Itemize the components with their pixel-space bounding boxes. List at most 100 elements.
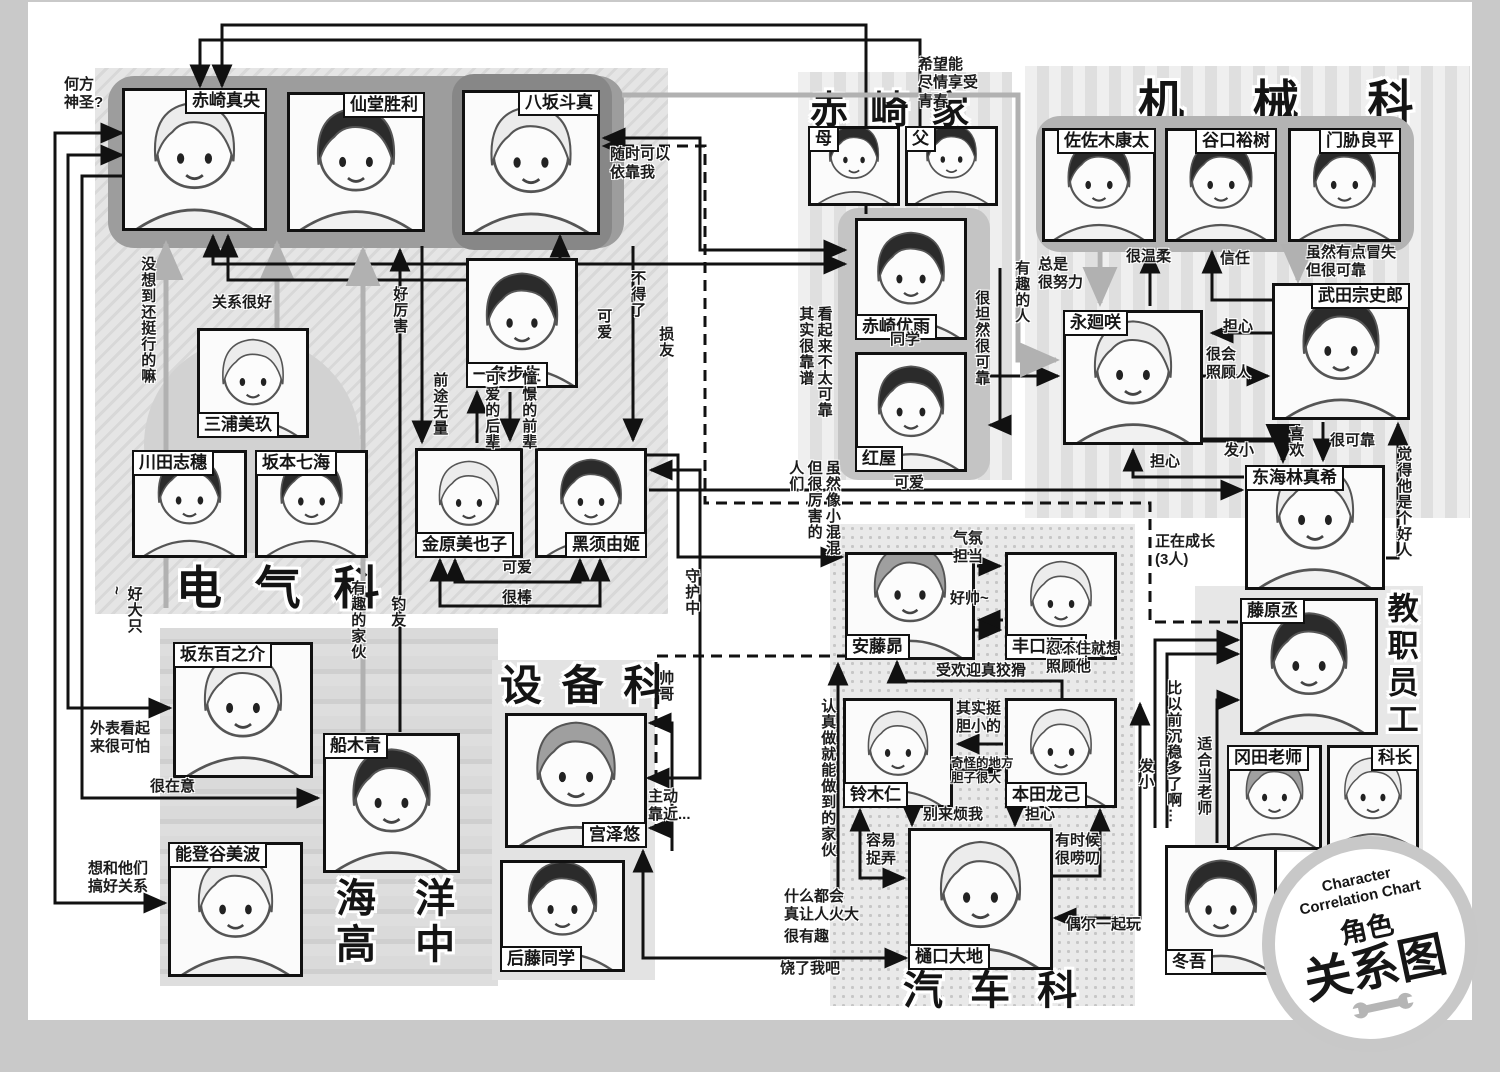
name-tag-kurosu-yuki: 黑须由姬 [565, 532, 647, 558]
label-keai-de-houbei: 可爱的后辈 [483, 370, 501, 450]
portrait-bando-hyakunosuke: 坂东百之介 [173, 642, 313, 778]
portrait-miyazawa-yu: 宫泽悠 [505, 713, 647, 848]
name-tag-father: 父 [905, 126, 936, 152]
label-rongyi-zhuonong: 容易 捉弄 [866, 832, 897, 868]
arrow-xinren-line [1201, 249, 1272, 302]
arrow-bando-mao [66, 144, 173, 719]
wrench-icon [1351, 992, 1415, 1019]
label-shouhuanying: 受欢迎真狡猾 [936, 662, 1027, 679]
name-tag-notoya-minami: 能登谷美波 [168, 842, 267, 868]
portrait-fuyugo: 冬吾 [1165, 845, 1277, 975]
name-tag-ichijo-ayumu: 一条步生 [466, 362, 548, 388]
label-danxin-takeda: 担心 [1223, 318, 1254, 335]
label-zongshi-nuli: 总是 很努力 [1038, 256, 1084, 292]
name-tag-fuyugo: 冬吾 [1165, 949, 1213, 975]
arrow-henzaiyi-line [80, 174, 321, 809]
arrow-shuaige-line [647, 712, 674, 851]
name-tag-kadowaki-ryohei: 门胁良平 [1319, 128, 1401, 154]
portrait-art-bando-hyakunosuke [176, 645, 310, 775]
label-xinren: 信任 [1220, 250, 1251, 267]
portrait-goto-san: 后藤同学 [500, 860, 625, 972]
portrait-honda-tatsuki: 本田龙己 [1005, 698, 1117, 808]
portrait-takeda-soshiro: 武田宗史郎 [1272, 283, 1410, 420]
name-tag-yasaka-toma: 八坂斗真 [518, 90, 600, 116]
portrait-funaki-ao: 船木青 [323, 733, 460, 873]
name-tag-miura-miku: 三浦美玖 [197, 412, 279, 438]
section-title-electrical: 电 气 科 [176, 562, 390, 614]
arrow-yu-to-mao-top [211, 23, 868, 214]
label-juede-haoren: 觉得他是个好人 [1395, 446, 1413, 558]
label-zhudong-kaojin: 主动 靠近... [648, 788, 691, 824]
name-tag-toyoguchi-shota: 丰口翔太 [1005, 634, 1087, 660]
label-faxiao-2: 发小 [1137, 758, 1155, 790]
label-tanran-kekao: 很坦然很可靠 [973, 290, 991, 386]
portrait-kurosu-yuki: 黑须由姬 [535, 448, 647, 558]
section-title-marine-high-school: 海 洋 高 中 [336, 877, 470, 967]
label-tongxue: 同学 [890, 331, 921, 348]
name-tag-okada-sensei: 冈田老师 [1227, 745, 1309, 771]
name-tag-sakamoto-nanami: 坂本七海 [255, 450, 337, 476]
name-tag-suzuki-jin: 铃木仁 [843, 782, 908, 808]
label-xihuan: 喜欢 [1287, 426, 1305, 458]
section-title-automotive: 汽 车 科 [903, 969, 1086, 1013]
label-youqu-de-jiahuo: 有趣的家伙 [349, 580, 367, 660]
name-tag-sendo-shori: 仙堂胜利 [343, 92, 425, 118]
arrow-yu-yasaka [601, 127, 848, 261]
label-xianghe-gaohao: 想和他们 搞好关系 [88, 860, 149, 896]
name-tag-beniya: 红屋 [855, 446, 903, 472]
label-shenmedouhui: 什么都会 真让人火大 [784, 888, 860, 924]
label-waibiao-kepa: 外表看起 来很可怕 [90, 720, 151, 756]
label-budele: 不得了 [629, 270, 647, 318]
name-tag-takeda-soshiro: 武田宗史郎 [1311, 283, 1410, 309]
label-diaoyou: 钓友 [389, 596, 407, 628]
arrow-zhudong-dash [647, 654, 884, 839]
portrait-art-yasaka-toma [465, 93, 597, 232]
label-haoshuai: 好帅~ [950, 590, 989, 607]
name-tag-sasaki-kota: 佐佐木康太 [1057, 128, 1156, 154]
arrow-notoya-mao [53, 122, 168, 914]
arrow-juede-line [1386, 421, 1409, 560]
label-ouer-yiqiwan: 偶尔一起玩 [1066, 916, 1142, 933]
label-suishi-yikao: 随时可以 依靠我 [610, 146, 671, 182]
arrow-shihe-line [1215, 689, 1241, 843]
name-tag-higuchi-daichi: 樋口大地 [908, 944, 990, 970]
portrait-sendo-shori: 仙堂胜利 [287, 92, 425, 232]
name-tag-goto-san: 后藤同学 [500, 946, 582, 972]
label-haodazhi: 好大只 ~ [107, 586, 143, 634]
label-henzaiyi: 很在意 [150, 778, 196, 795]
portrait-shoji-maki: 东海林真希 [1245, 465, 1385, 590]
arrow-dash-yasaka-fujiwara [601, 135, 1238, 624]
arrow-kurosu-ando [647, 453, 845, 568]
portrait-kacho: 科长 [1327, 745, 1419, 850]
arrow-biyiqian-line1 [1153, 629, 1241, 828]
portrait-higuchi-daichi: 樋口大地 [908, 828, 1053, 970]
portrait-beniya: 红屋 [855, 352, 967, 472]
arrow-shouhu-line [645, 459, 702, 789]
name-tag-bando-hyakunosuke: 坂东百之介 [173, 642, 272, 668]
label-qishi-danxiao: 其实挺 胆小的 [956, 700, 1002, 736]
portrait-mother: 母 [808, 126, 900, 206]
label-chongjing-de-qianbei: 憧憬的前辈 [520, 370, 538, 450]
label-hunhun: 虽然像小混混 但很厉害的 人们 [787, 460, 841, 556]
portrait-notoya-minami: 能登谷美波 [168, 842, 303, 977]
name-tag-taniguchi-hiroki: 谷口裕树 [1195, 128, 1277, 154]
name-tag-nagasako-saki: 永廻咲 [1063, 310, 1128, 336]
label-raole-woba: 饶了我吧 [780, 960, 841, 977]
arrow-parents-to-mao [189, 38, 922, 126]
label-hefang-shensheng: 何方 神圣? [64, 76, 104, 112]
label-biyiqian: 比以前沉稳多了啊… [1165, 680, 1183, 824]
label-henbang: 很棒 [502, 589, 533, 606]
arrow-goto-higuchi [632, 848, 909, 969]
name-tag-ando-subaru: 安藤昴 [845, 634, 910, 660]
name-tag-mother: 母 [808, 126, 839, 152]
portrait-kawada-shiho: 川田志穗 [132, 450, 247, 558]
label-shuaige: 帅哥 [657, 670, 675, 702]
portrait-yasaka-toma: 八坂斗真 [462, 90, 600, 235]
name-tag-akasaki-mao: 赤崎真央 [185, 88, 267, 114]
label-zhengzai-chengzhang: 正在成长 (3人) [1155, 533, 1216, 569]
label-hen-hui-zhaogu: 很会 照顾人 [1206, 346, 1252, 382]
name-tag-kacho: 科长 [1371, 745, 1419, 771]
label-meixiangdao: 没想到还挺行的嘛 [139, 256, 157, 384]
portrait-akasaki-yu: 赤崎优雨 [855, 218, 967, 340]
